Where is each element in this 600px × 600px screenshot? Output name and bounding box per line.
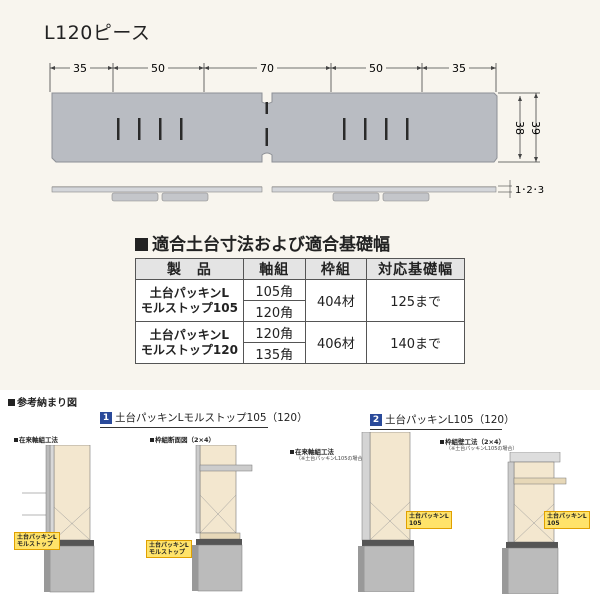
jiku-cell: 120角: [242, 300, 306, 322]
case2-sub-b-note: （※土台パッキンL105の場合）: [446, 446, 518, 452]
piece-technical-drawing: 35 50 70 50 35 38 39: [49, 61, 544, 202]
header-width: 対応基礎幅: [366, 258, 465, 280]
case2-sub-a: 在来軸組工法: [290, 446, 334, 456]
reference-heading: 参考納まり図: [8, 394, 77, 409]
dim-top-5: 35: [452, 62, 466, 75]
dimension-arrows: [50, 66, 496, 70]
case1-conventional-section: [22, 445, 95, 593]
case1-badge: 1: [100, 412, 112, 424]
table-row: 135角: [136, 342, 465, 364]
width-cell: 140まで: [366, 321, 465, 364]
right-dimension-lines: [498, 92, 540, 163]
table-header-row: 製 品 軸組 枠組 対応基礎幅: [135, 258, 465, 280]
square-bullet-icon: [8, 399, 15, 406]
case2-conventional-section: [358, 432, 415, 592]
piece-side-view: [51, 180, 512, 202]
waku-cell: 404材: [304, 279, 368, 322]
dim-top-4: 50: [369, 62, 383, 75]
header-waku: 枠組: [304, 258, 368, 280]
dim-top-1: 35: [73, 62, 87, 75]
dim-right-outer: 39: [529, 121, 542, 135]
jiku-cell: 105角: [242, 279, 306, 301]
piece-plan-view: [51, 92, 498, 163]
page-title: L120ピース: [44, 22, 151, 44]
square-bullet-icon: [135, 238, 148, 251]
waku-cell: 406材: [304, 321, 368, 364]
jiku-cell: 135角: [242, 342, 306, 364]
header-jiku: 軸組: [242, 258, 306, 280]
case2-sub-b: 枠組壁工法（2×4）: [440, 436, 505, 446]
header-product: 製 品: [135, 258, 244, 280]
dim-top-3: 70: [260, 62, 274, 75]
slots: [117, 102, 409, 146]
jiku-cell: 120角: [242, 321, 306, 343]
dim-right-inner: 38: [513, 121, 526, 135]
spec-heading: 適合土台寸法および適合基礎幅: [135, 232, 465, 258]
dim-top-2: 50: [151, 62, 165, 75]
case2-sub-a-note: （※土台パッキンL105の場合）: [296, 456, 368, 462]
case2-badge: 2: [370, 414, 382, 426]
width-cell: 125まで: [366, 279, 465, 322]
dim-thickness: 1･2･3: [515, 185, 544, 196]
case1-sub-a: 在来軸組工法: [14, 434, 58, 444]
case1-frame-section: [192, 445, 253, 592]
case1-sub-b: 枠組断面図（2×4）: [150, 434, 215, 444]
